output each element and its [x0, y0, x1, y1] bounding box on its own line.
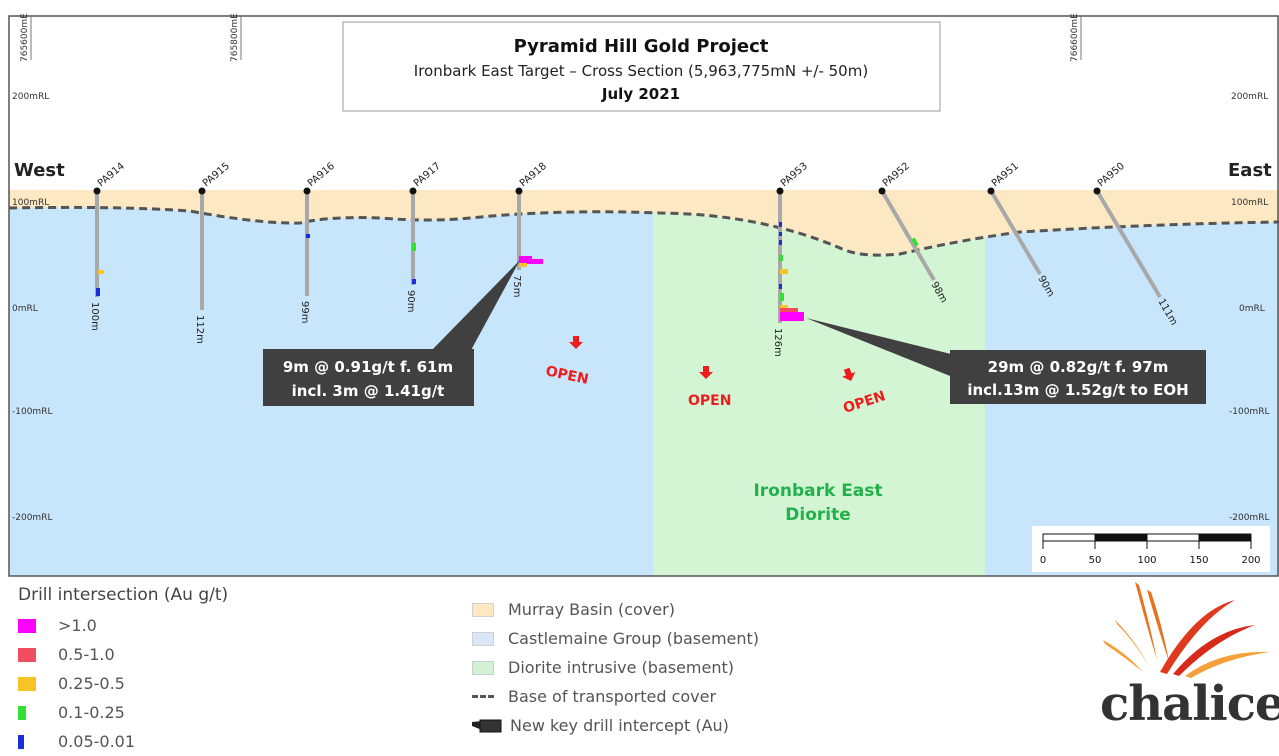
rl-m200-right: -200mRL [1229, 513, 1269, 523]
intersection-legend-title: Drill intersection (Au g/t) [18, 585, 229, 605]
legend-item-025-05: 0.25-0.5 [18, 669, 228, 698]
swatch-red [18, 647, 36, 662]
rl-m100-right: -100mRL [1229, 407, 1269, 417]
rl-200-left: 200mRL [12, 92, 49, 102]
diorite-label-line1: Ironbark East [753, 481, 882, 501]
collar-pa915 [198, 187, 206, 195]
easting-label-3: 766600mE [1070, 13, 1080, 62]
intercept-callout-1: 9m @ 0.91g/t f. 61m incl. 3m @ 1.41g/t [263, 260, 520, 406]
legend-label-base-cover: Base of transported cover [508, 687, 717, 706]
depth-pa916: 99m [299, 301, 310, 323]
scale-tick-200: 200 [1241, 555, 1260, 566]
legend-label-01-025: 0.1-0.25 [58, 703, 125, 722]
rl-0-left: 0mRL [12, 304, 38, 314]
collar-pa951 [987, 187, 995, 195]
rl-100-left: 100mRL [12, 198, 49, 208]
swatch-green [18, 705, 26, 720]
dashed-line-icon [472, 695, 494, 698]
drill-intersections [96, 222, 919, 321]
legend-label-05-10: 0.5-1.0 [58, 645, 115, 664]
cross-section-diagram: 765600mE 765800mE 766600mE 200mRL 200mRL… [8, 13, 1279, 577]
rl-200-right: 200mRL [1231, 92, 1268, 102]
depth-pa918: 75m [511, 275, 522, 297]
legend-item-05-10: 0.5-1.0 [18, 640, 228, 669]
open-marker-2: OPEN [688, 366, 731, 409]
collar-pa916 [303, 187, 311, 195]
section-frame [8, 15, 1279, 577]
depth-pa917: 90m [405, 290, 416, 312]
legend-label-murray-basin: Murray Basin (cover) [508, 600, 675, 619]
depth-pa953: 126m [772, 328, 783, 357]
chalice-logo-icon [1103, 582, 1270, 678]
base-of-cover-line [8, 205, 1279, 257]
easting-label-1: 765600mE [20, 13, 30, 62]
murray-basin-cover [9, 190, 1279, 256]
swatch-yellow [18, 676, 36, 691]
scale-tick-150: 150 [1189, 555, 1208, 566]
legend-item-diorite: Diorite intrusive (basement) [472, 653, 759, 682]
legend-item-01-025: 0.1-0.25 [18, 698, 228, 727]
swatch-diorite [472, 660, 494, 675]
callout-2-line1: 29m @ 0.82g/t f. 97m [988, 358, 1169, 376]
title-date: July 2021 [601, 85, 680, 103]
rl-100-right: 100mRL [1231, 198, 1268, 208]
legend-item-005-001: 0.05-0.01 [18, 727, 228, 756]
legend-item-base-cover: Base of transported cover [472, 682, 759, 711]
legend-label-gt1: >1.0 [58, 616, 97, 635]
rl-m100-left: -100mRL [12, 407, 52, 417]
chalice-logo-text: chalice [1100, 676, 1279, 732]
scale-tick-100: 100 [1137, 555, 1156, 566]
legend-item-intercept: New key drill intercept (Au) [472, 711, 759, 740]
intercept-callout-2: 29m @ 0.82g/t f. 97m incl.13m @ 1.52g/t … [806, 318, 1206, 404]
callout-1-line2: incl. 3m @ 1.41g/t [292, 382, 445, 400]
callout-icon [472, 719, 502, 732]
collar-pa953 [776, 187, 784, 195]
collar-pa952 [878, 187, 886, 195]
legend-item-murray-basin: Murray Basin (cover) [472, 595, 759, 624]
legend-label-025-05: 0.25-0.5 [58, 674, 125, 693]
scale-tick-50: 50 [1089, 555, 1102, 566]
depth-pa914: 100m [89, 302, 100, 331]
legend-label-005-001: 0.05-0.01 [58, 732, 136, 751]
legend-item-gt1: >1.0 [18, 611, 228, 640]
title-box [342, 21, 941, 112]
easting-label-2: 765800mE [230, 13, 240, 62]
swatch-cover [472, 602, 494, 617]
collar-pa914 [93, 187, 101, 195]
swatch-blue [18, 734, 24, 749]
open-label-2: OPEN [688, 393, 731, 409]
diorite-intrusive [653, 200, 985, 576]
title-main: Pyramid Hill Gold Project [514, 36, 769, 57]
title-subtitle: Ironbark East Target – Cross Section (5,… [414, 62, 868, 80]
scale-bar: 0 50 100 150 200 [1032, 526, 1270, 572]
easting-ticks [30, 16, 1082, 60]
east-label: East [1228, 160, 1272, 181]
swatch-basement [472, 631, 494, 646]
legend-label-intercept: New key drill intercept (Au) [510, 716, 729, 735]
collar-pa950 [1093, 187, 1101, 195]
legend-label-castlemaine: Castlemaine Group (basement) [508, 629, 760, 648]
units-legend: Murray Basin (cover) Castlemaine Group (… [472, 595, 759, 740]
collar-pa918 [515, 187, 523, 195]
rl-0-right: 0mRL [1239, 304, 1265, 314]
depth-pa915: 112m [194, 315, 205, 344]
callout-1-line1: 9m @ 0.91g/t f. 61m [283, 358, 453, 376]
collar-pa917 [409, 187, 417, 195]
scale-tick-0: 0 [1040, 555, 1046, 566]
legend-label-diorite: Diorite intrusive (basement) [508, 658, 735, 677]
diorite-label-line2: Diorite [785, 505, 851, 525]
rl-m200-left: -200mRL [12, 513, 52, 523]
legend-item-castlemaine: Castlemaine Group (basement) [472, 624, 759, 653]
callout-2-line2: incl.13m @ 1.52g/t to EOH [967, 381, 1188, 399]
west-label: West [14, 160, 65, 181]
intersection-legend: Drill intersection (Au g/t) >1.0 0.5-1.0… [18, 585, 228, 756]
swatch-magenta [18, 618, 36, 633]
